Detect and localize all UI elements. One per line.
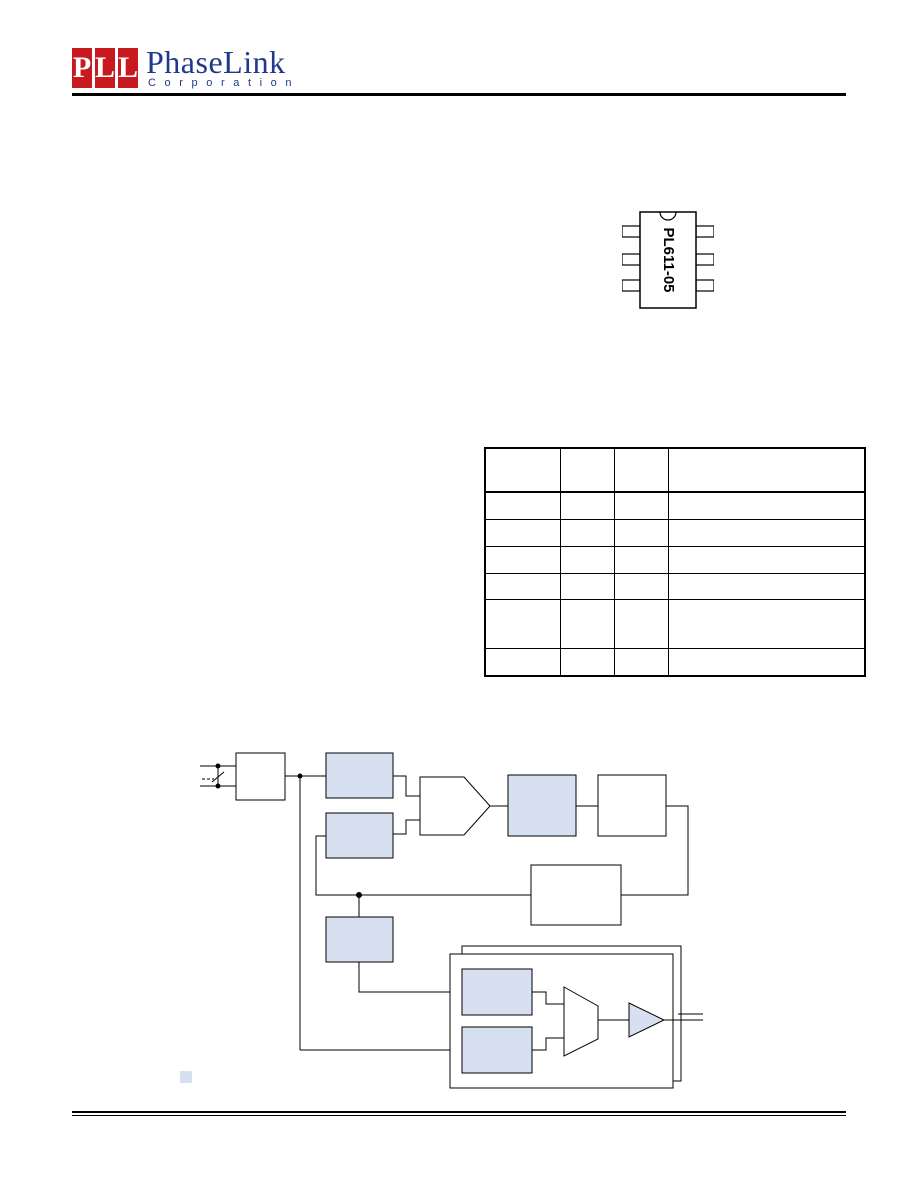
table-row xyxy=(486,520,864,547)
footer-rule-thin xyxy=(72,1115,846,1116)
block-diagram xyxy=(200,752,703,1089)
company-subtitle: Corporation xyxy=(148,77,301,89)
logo-letter-l2: L xyxy=(118,48,138,88)
footer-rule xyxy=(72,1111,846,1113)
logo-letter-l1: L xyxy=(95,48,115,88)
table-col-divider xyxy=(668,449,669,675)
package-diagram: PL611-05 xyxy=(622,211,714,309)
table-row xyxy=(486,493,864,520)
table-header-row xyxy=(486,449,864,493)
table-row xyxy=(486,574,864,600)
company-name: PhaseLink xyxy=(146,44,286,80)
header-rule xyxy=(72,93,846,96)
logo-mark: P L L xyxy=(72,48,138,88)
table-row xyxy=(486,600,864,649)
table-row xyxy=(486,547,864,574)
company-logo: P L L PhaseLink Corporation xyxy=(72,44,294,92)
table-col-divider xyxy=(614,449,615,675)
table-col-divider xyxy=(560,449,561,675)
legend-swatch xyxy=(180,1071,192,1083)
logo-letter-p: P xyxy=(72,48,92,88)
pin-description-table xyxy=(484,447,866,677)
package-marking: PL611-05 xyxy=(660,227,677,292)
